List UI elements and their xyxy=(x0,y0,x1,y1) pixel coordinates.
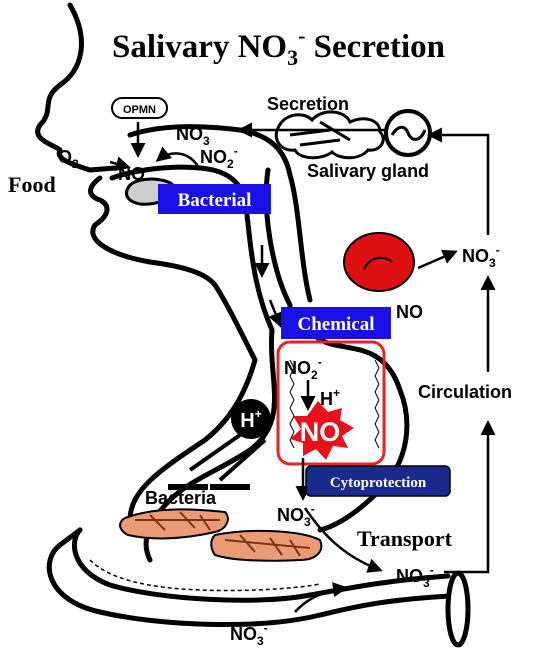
red-blood-cell-icon xyxy=(344,233,414,291)
no3-lower-stomach-label: NO3- xyxy=(277,502,315,529)
food-label: Food xyxy=(8,172,56,197)
o2-label: O2 xyxy=(58,147,79,171)
bacterial-badge-label: Bacterial xyxy=(178,190,252,211)
bacteria-label: Bacteria xyxy=(145,488,217,508)
arrow-blood-to-gland xyxy=(430,135,488,235)
diagram-title: Salivary NO3- Secretion xyxy=(112,23,445,70)
arrow-transport-connector xyxy=(444,565,488,572)
no2-mouth-label: NO2- xyxy=(200,144,238,171)
salivary-gland xyxy=(276,112,383,158)
no3-transport-label: NO3- xyxy=(396,563,434,590)
no-burst-label: NO xyxy=(300,417,341,447)
circulation-label: Circulation xyxy=(418,382,512,402)
intestine-opening xyxy=(448,573,468,645)
secretion-label: Secretion xyxy=(267,94,349,114)
no-blood-label: NO xyxy=(396,302,423,322)
chemical-badge-label: Chemical xyxy=(297,314,374,335)
h-plus-stomach-label: H+ xyxy=(320,386,340,409)
no3-blood-label: NO3- xyxy=(462,243,500,270)
no-mouth-label: NO xyxy=(118,164,145,184)
arrow-no-to-no3 xyxy=(418,252,455,268)
cytoprotection-badge-label: Cytoprotection xyxy=(330,475,427,491)
transport-label: Transport xyxy=(357,526,453,551)
salivary-gland-label: Salivary gland xyxy=(307,161,429,181)
mucosa-tissue-upper xyxy=(120,509,228,538)
mucosa-tissue-lower xyxy=(211,531,321,561)
intestine-wavy-line xyxy=(90,560,320,591)
opmn-label: OPMN xyxy=(123,104,156,116)
no2-stomach-label: NO2- xyxy=(284,355,322,382)
arrow-esophagus-2 xyxy=(270,300,280,325)
